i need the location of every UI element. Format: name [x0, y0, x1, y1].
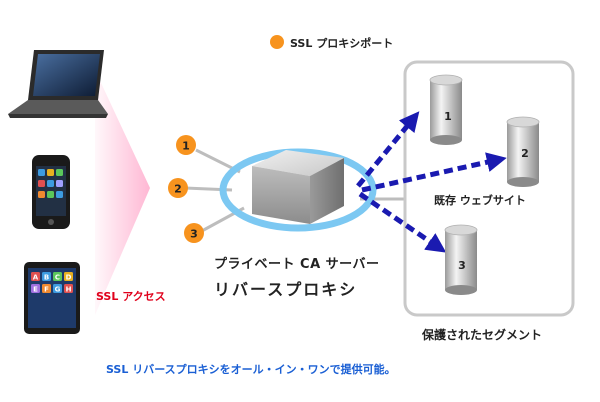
existing-website-label: 既存 ウェブサイト [434, 194, 526, 207]
legend-marker-dot [270, 35, 284, 49]
web-server-3: 3 [444, 224, 478, 295]
tablet-app-tile [31, 284, 40, 293]
svg-text:1: 1 [182, 140, 190, 153]
footer-caption: SSL リバースプロキシをオール・イン・ワンで提供可能。 [106, 363, 396, 376]
tablet-app-tile [42, 272, 51, 281]
protected-segment-label: 保護されたセグメント [422, 328, 543, 342]
tablet-app-tile [64, 284, 73, 293]
protected-segment-box [403, 60, 575, 317]
smartphone-icon [32, 155, 70, 229]
proxy-port-3: 3 [184, 223, 204, 243]
web-server-1: 1 [429, 74, 463, 145]
proxy-server-cube-icon [252, 150, 344, 224]
tablet-app-letter: H [66, 286, 72, 294]
tablet-app-letter: G [55, 286, 61, 294]
legend-label: SSL プロキシポート [290, 37, 394, 50]
tablet-app-letter: F [44, 286, 49, 294]
tablet-app-letter: D [66, 274, 72, 282]
tablet-app-letter: B [44, 274, 49, 282]
tablet-app-tile [53, 284, 62, 293]
proxy-port-1: 1 [176, 135, 196, 155]
arrow-to-server-1 [356, 111, 420, 188]
routing-arrows [356, 111, 507, 253]
svg-text:3: 3 [458, 259, 466, 272]
proxy-role-label: リバースプロキシ [214, 280, 358, 299]
ssl-access-label: SSL アクセス [96, 290, 166, 303]
web-server-2: 2 [506, 116, 540, 187]
tablet-app-letter: C [55, 274, 60, 282]
tablet-app-tile [42, 284, 51, 293]
proxy-port-2: 2 [168, 178, 188, 198]
arrow-to-server-2 [361, 152, 507, 193]
tablet-app-tile [64, 272, 73, 281]
tablet-app-tile [53, 272, 62, 281]
svg-text:2: 2 [174, 183, 182, 196]
laptop-icon [8, 50, 108, 118]
svg-text:2: 2 [521, 147, 529, 160]
proxy-server-name: プライベート CA サーバー [214, 257, 380, 272]
tablet-app-tile [31, 272, 40, 281]
tablet-app-letter: E [33, 286, 38, 294]
arrow-to-server-3 [358, 191, 447, 253]
ssl-access-beam [95, 70, 150, 315]
svg-text:3: 3 [190, 228, 198, 241]
svg-text:1: 1 [444, 110, 452, 123]
tablet-app-letter: A [33, 274, 39, 282]
